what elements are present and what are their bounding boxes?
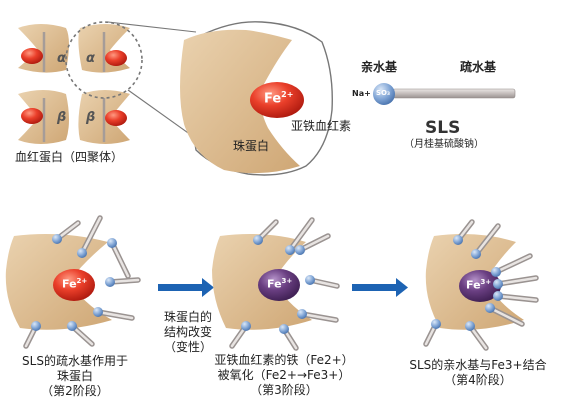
stage-3-group <box>212 217 340 351</box>
sls-molecule-icon <box>493 275 539 289</box>
sls-molecule-icon <box>52 220 81 244</box>
stage-3-heme-label: Fe3+ <box>267 277 293 291</box>
sls-molecules-bound <box>423 219 539 351</box>
stage-2-group <box>5 215 141 349</box>
stage-4-caption: SLS的亲水基与Fe3+结合 （第4阶段） <box>398 358 558 388</box>
counter-ion-label: Na+ <box>352 89 371 98</box>
heme-disc-icon <box>459 270 501 302</box>
transition-line: 珠蛋白的 <box>163 310 212 324</box>
caption-line: （第2阶段） <box>41 384 109 398</box>
alpha-subunit-icon <box>18 24 69 73</box>
sls-molecule-icon <box>229 321 251 349</box>
sls-molecule-icon <box>93 307 135 321</box>
caption-line: （第3阶段） <box>250 383 318 397</box>
sls-name: SLS <box>425 118 461 138</box>
sls-molecule-icon <box>305 275 340 289</box>
stage-2-caption: SLS的疏水基作用于 珠蛋白 （第2阶段） <box>0 354 150 399</box>
beta-subunit-icon <box>78 90 130 144</box>
transition-caption: 珠蛋白的 结构改变 （变性） <box>150 310 226 355</box>
sls-molecule-icon <box>107 238 131 279</box>
sls-molecule-icon <box>279 324 299 351</box>
tetramer-group <box>18 24 130 144</box>
caption-line: 珠蛋白 <box>56 369 93 383</box>
stage-4-heme-label: Fe3+ <box>466 278 492 292</box>
caption-line: SLS的疏水基作用于 <box>22 354 128 368</box>
sls-molecule-icon <box>77 215 103 258</box>
sulfonate-head-label: SO₃ <box>376 89 391 97</box>
sls-molecule-icon <box>297 309 339 323</box>
sls-molecule-icon <box>423 319 441 347</box>
sls-full-name: （月桂基硫酸钠） <box>404 139 484 150</box>
subunit-label-alpha: α <box>57 51 66 66</box>
sls-molecule-icon <box>465 321 489 351</box>
heme-disc-icon <box>250 82 304 118</box>
stage-3-caption: 亚铁血红素的铁（Fe2+） 被氧化（Fe2+→Fe3+） （第3阶段） <box>200 353 368 398</box>
transition-line: 结构改变 <box>163 325 212 339</box>
heme-name-label: 亚铁血红素 <box>291 119 352 133</box>
caption-line: 亚铁血红素的铁（Fe2+） <box>214 353 354 367</box>
heme-disc-icon <box>258 269 300 301</box>
sls-molecule-icon <box>295 233 331 255</box>
sls-molecule-icon <box>373 83 516 105</box>
sls-molecule-icon <box>485 303 525 327</box>
arrow-right-icon <box>352 278 408 297</box>
sls-molecules-free <box>23 215 141 349</box>
globin-label: 珠蛋白 <box>233 139 270 153</box>
sls-molecule-icon <box>105 277 141 287</box>
hydrophilic-label: 亲水基 <box>361 60 398 74</box>
sls-molecule-icon <box>285 217 315 255</box>
caption-line: SLS的亲水基与Fe3+结合 <box>409 358 547 372</box>
sls-molecule-icon <box>67 321 95 347</box>
tetramer-caption: 血红蛋白（四聚体） <box>15 150 124 164</box>
sls-molecule-icon <box>491 253 533 277</box>
stage-2-heme-label: Fe2+ <box>62 277 88 291</box>
sls-molecule-icon <box>453 219 475 245</box>
arrow-right-icon <box>158 278 214 297</box>
stage-4-group <box>423 219 539 351</box>
hydrophobic-label: 疏水基 <box>460 60 497 74</box>
subunit-label-alpha: α <box>86 51 95 66</box>
subunit-label-beta: β <box>86 110 96 125</box>
heme-label: Fe2+ <box>264 90 294 107</box>
subunit-label-beta: β <box>57 110 67 125</box>
sls-molecule-icon <box>471 223 501 259</box>
heme-disc-icon <box>53 269 95 301</box>
sls-molecule-icon <box>23 321 41 349</box>
caption-line: （第4阶段） <box>444 373 512 387</box>
beta-subunit-icon <box>18 90 69 144</box>
alpha-subunit-icon <box>78 24 130 73</box>
zoomed-subunit <box>180 21 333 176</box>
transition-line: （变性） <box>163 340 212 354</box>
sls-molecule-icon <box>493 291 539 303</box>
caption-line: 被氧化（Fe2+→Fe3+） <box>217 368 351 382</box>
sls-molecule-icon <box>253 219 279 245</box>
sls-molecules-free <box>229 217 340 351</box>
